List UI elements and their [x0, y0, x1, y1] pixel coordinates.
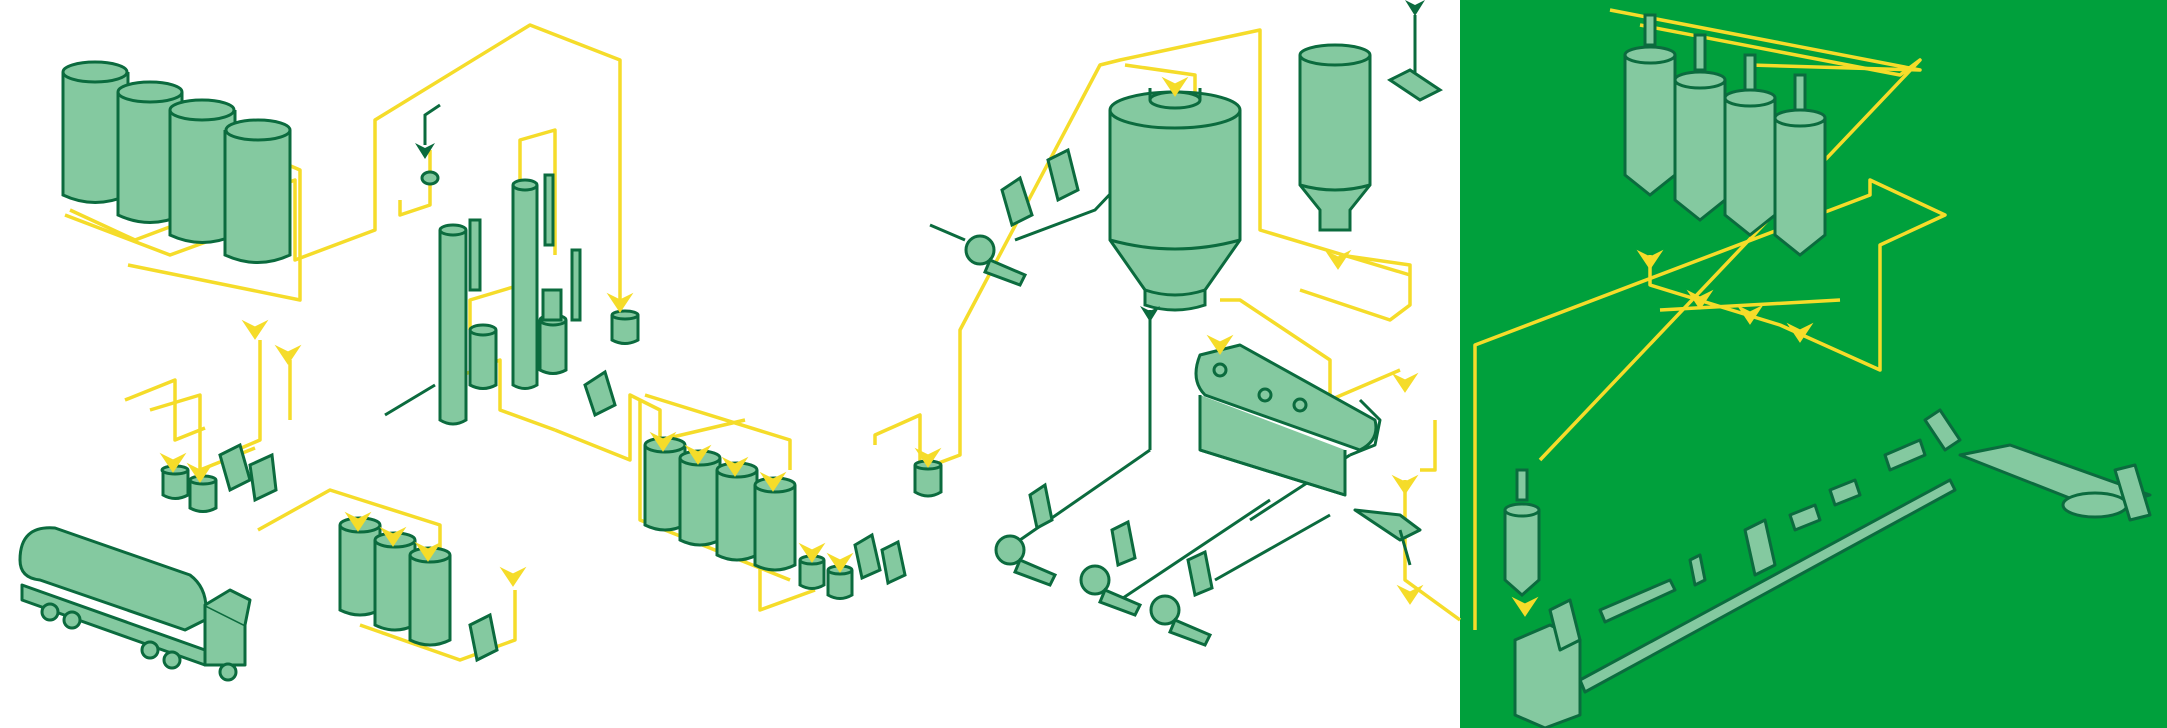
tanker-truck	[20, 528, 250, 680]
spray-dryer	[1110, 88, 1240, 310]
cyclone	[1300, 45, 1440, 230]
fluid-bed-dryer	[1196, 345, 1420, 565]
mixing-tanks-2	[645, 438, 941, 599]
storage-tanks	[63, 62, 290, 263]
